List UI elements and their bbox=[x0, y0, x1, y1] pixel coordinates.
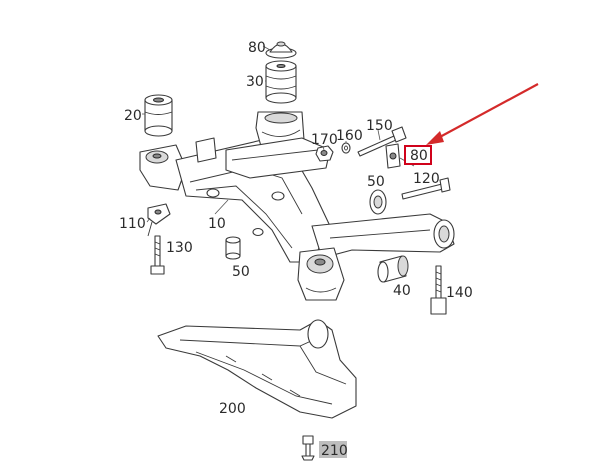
part-150-bolt[interactable] bbox=[357, 126, 407, 157]
part-50-right-bushing[interactable] bbox=[369, 189, 387, 215]
label-110: 110 bbox=[119, 216, 146, 232]
part-30-bushing[interactable] bbox=[265, 60, 297, 104]
label-200: 200 bbox=[219, 401, 246, 417]
part-50-bottom-bushing[interactable] bbox=[225, 236, 241, 260]
label-150: 150 bbox=[366, 118, 393, 134]
label-140: 140 bbox=[446, 285, 473, 301]
label-120: 120 bbox=[413, 171, 440, 187]
label-210-badge: 210 bbox=[319, 441, 348, 459]
highlighted-part-80[interactable]: 80 bbox=[404, 145, 432, 165]
label-50-bottom: 50 bbox=[232, 264, 250, 280]
label-170: 170 bbox=[311, 132, 338, 148]
label-30: 30 bbox=[246, 74, 264, 90]
highlight-box bbox=[404, 145, 432, 165]
label-80-highlight: 80 bbox=[410, 148, 428, 164]
part-130-bolt[interactable] bbox=[150, 235, 165, 275]
part-40-bushing[interactable] bbox=[377, 255, 409, 283]
part-160-washer[interactable] bbox=[341, 142, 351, 154]
part-200-underbody-panel[interactable] bbox=[157, 319, 357, 419]
label-40: 40 bbox=[393, 283, 411, 299]
part-140-bolt[interactable] bbox=[430, 265, 447, 315]
part-170-nut[interactable] bbox=[315, 145, 334, 162]
part-labels: 80 30 20 170 160 150 50 120 110 10 130 5… bbox=[119, 40, 473, 417]
part-110-bracket[interactable] bbox=[147, 203, 171, 237]
part-10-subframe[interactable] bbox=[139, 111, 455, 301]
label-20: 20 bbox=[124, 108, 142, 124]
label-160: 160 bbox=[336, 128, 363, 144]
label-50-right: 50 bbox=[367, 174, 385, 190]
part-210-clip[interactable] bbox=[301, 435, 315, 461]
part-20-bushing[interactable] bbox=[144, 94, 173, 137]
label-130: 130 bbox=[166, 240, 193, 256]
label-80-top: 80 bbox=[248, 40, 266, 56]
label-10: 10 bbox=[208, 216, 226, 232]
part-80-plate[interactable] bbox=[385, 143, 401, 169]
part-120-bolt[interactable] bbox=[401, 177, 451, 200]
label-210: 210 bbox=[321, 443, 348, 459]
red-arrow-icon bbox=[426, 83, 539, 145]
part-80-top-cap[interactable] bbox=[265, 41, 297, 59]
